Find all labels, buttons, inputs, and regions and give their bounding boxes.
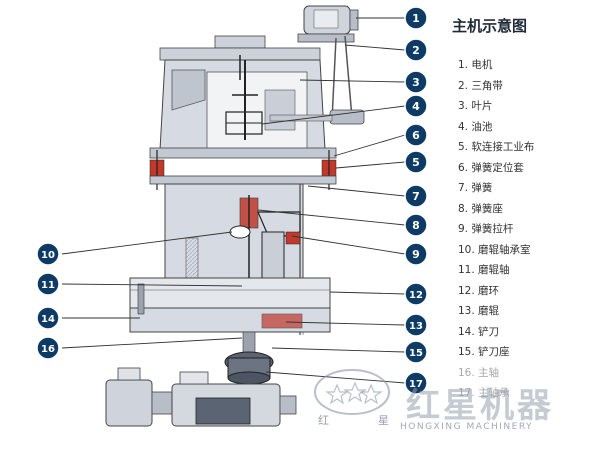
callout-leaders-right — [257, 17, 406, 384]
watermark-logo — [314, 369, 390, 415]
spring-mounts — [149, 147, 337, 190]
legend-item: 5. 软连接工业布 — [458, 141, 535, 153]
legend-item: 13. 磨辊 — [458, 305, 500, 317]
legend-item: 9. 弹簧拉杆 — [458, 223, 514, 235]
top-motor — [297, 5, 359, 43]
callout-number: 7 — [412, 190, 420, 203]
callout-circle — [36, 306, 60, 330]
callout-circle — [404, 371, 428, 395]
legend-item: 16. 主轴 — [458, 366, 500, 379]
watermark-brand-en: HONGXING MACHINERY — [400, 422, 534, 432]
legend-item: 1. 电机 — [458, 59, 493, 71]
callout-circle — [404, 6, 428, 30]
callout-circle — [36, 336, 60, 360]
legend-item: 7. 弹簧 — [458, 182, 493, 194]
legend-item: 17. 主轴承 — [458, 387, 510, 399]
legend-item: 2. 三角带 — [458, 79, 503, 92]
callout-number: 16 — [41, 344, 55, 355]
legend-item: 14. 铲刀 — [458, 325, 500, 338]
upper-housing — [159, 35, 326, 151]
callout-circle — [404, 282, 428, 306]
callout-number: 11 — [41, 280, 55, 291]
callout-number: 14 — [41, 314, 55, 325]
callout-number: 17 — [409, 379, 423, 390]
lower-platform — [129, 277, 331, 333]
callout-circle — [404, 123, 428, 147]
callout-circle — [404, 213, 428, 237]
callout-number: 8 — [412, 219, 420, 232]
legend-item: 15. 铲刀座 — [458, 346, 510, 358]
callout-circle — [36, 242, 60, 266]
callout-circle — [404, 184, 428, 208]
callout-circle — [404, 150, 428, 174]
callout-number: 12 — [409, 290, 423, 301]
v-belt — [269, 35, 365, 125]
callout-circle — [404, 94, 428, 118]
legend-item: 12. 磨环 — [458, 284, 500, 297]
callout-number: 1 — [412, 12, 420, 25]
parts-legend: 1. 电机 2. 三角带 3. 叶片 4. 油池 5. 软连接工业布 6. 弹簧… — [458, 55, 534, 404]
watermark-char: 星 — [378, 414, 389, 427]
legend-item: 8. 弹簧座 — [458, 202, 503, 215]
callout-circle — [404, 242, 428, 266]
callout-circle — [404, 38, 428, 62]
callout-circle — [404, 70, 428, 94]
legend-item: 4. 油池 — [458, 120, 493, 133]
diagram-title: 主机示意图 — [452, 17, 528, 35]
callout-circle — [36, 272, 60, 296]
callout-number: 3 — [412, 76, 420, 89]
watermark-brand-cn: 红星机器 — [406, 386, 554, 426]
callout-number: 9 — [412, 248, 420, 261]
bottom-drive — [105, 367, 297, 427]
callout-number: 2 — [412, 44, 420, 57]
callout-circle — [404, 340, 428, 364]
fan-assembly — [225, 55, 263, 140]
callout-number: 6 — [412, 129, 420, 142]
callout-number: 4 — [412, 100, 420, 113]
legend-item: 6. 弹簧定位套 — [458, 161, 524, 174]
callout-number: 15 — [409, 348, 423, 359]
main-shaft — [224, 331, 274, 385]
callout-number: 13 — [409, 321, 423, 332]
callout-leaders-left — [61, 231, 243, 349]
callout-number: 5 — [412, 156, 420, 169]
watermark-char: 红 — [318, 414, 329, 427]
legend-item: 11. 磨辊轴 — [458, 264, 510, 276]
legend-item: 10. 磨辊轴承室 — [458, 243, 531, 256]
legend-item: 3. 叶片 — [458, 100, 493, 112]
callout-number: 10 — [41, 250, 55, 261]
callout-circle — [404, 313, 428, 337]
